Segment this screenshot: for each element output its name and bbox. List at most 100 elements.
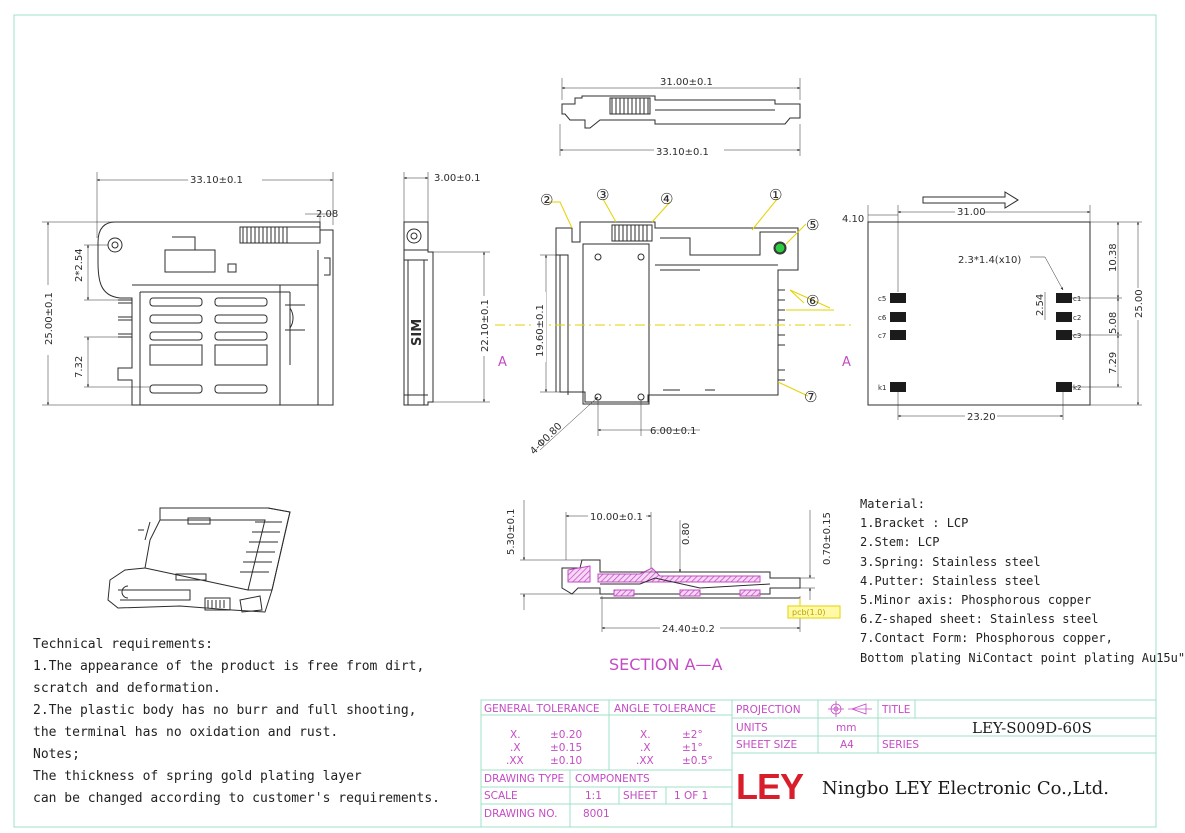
material-item: 1.Bracket : LCP [860, 516, 969, 531]
center-dim-pitch: 6.00±0.1 [650, 426, 697, 437]
left-dim-height: 25.00±0.1 [44, 292, 55, 345]
section-view [520, 500, 841, 632]
notes-heading: Notes; [33, 747, 80, 762]
side-dim-height: 22.10±0.1 [480, 299, 491, 352]
left-dim-pitch: 2*2.54 [74, 248, 85, 282]
tol-row-1-b: ±0.15 [550, 742, 582, 754]
tol-row-0-d: ±2° [682, 729, 703, 741]
scale-label: SCALE [484, 790, 518, 802]
top-dim-33: 33.10±0.1 [656, 147, 709, 158]
material-item: 2.Stem: LCP [860, 535, 940, 550]
section-dim-080: 0.80 [681, 523, 692, 545]
requirement-line: can be changed according to customer's r… [33, 791, 440, 806]
tol-row-0-a: X. [510, 729, 521, 741]
pad-c5 [890, 293, 906, 303]
callout-5: ⑤ [806, 216, 819, 234]
callout-2: ② [540, 191, 553, 209]
pad-label-c2: c2 [1073, 314, 1081, 322]
pcb-dim-bottom: 23.20 [967, 412, 996, 423]
material-item: 5.Minor axis: Phosphorous copper [860, 593, 1092, 608]
pad-label-c3: c3 [1073, 332, 1081, 340]
scale-value: 1:1 [585, 790, 602, 802]
title-block-text: GENERAL TOLERANCE ANGLE TOLERANCE X. ±0.… [484, 703, 1109, 820]
title-block [480, 699, 1157, 828]
sheet-size-value: A4 [840, 739, 854, 751]
callouts [549, 197, 834, 397]
pad-label-c5: c5 [878, 295, 886, 303]
left-dim-width: 33.10±0.1 [190, 175, 243, 186]
material-item: 7.Contact Form: Phosphorous copper, [860, 631, 1113, 646]
drawing-no-label: DRAWING NO. [484, 808, 557, 820]
tol-row-1-d: ±1° [682, 742, 703, 754]
section-view-dims: 5.30±0.1 10.00±0.1 0.80 0.70±0.15 24.40±… [506, 508, 833, 674]
general-tolerance-label: GENERAL TOLERANCE [484, 703, 600, 715]
tol-row-0-b: ±0.20 [550, 729, 582, 741]
isometric-view [107, 507, 291, 613]
left-dim-small: 2.08 [316, 209, 338, 220]
requirement-line: the terminal has no oxidation and rust. [33, 725, 339, 740]
center-view [539, 221, 799, 451]
pad-c6 [890, 312, 906, 322]
material-item: 3.Spring: Stainless steel [860, 554, 1041, 569]
pcb-pad-note: 2.3*1.4(x10) [958, 255, 1021, 266]
pad-k2 [1056, 382, 1072, 392]
tol-row-2-d: ±0.5° [682, 755, 713, 767]
callout-3: ③ [596, 186, 609, 204]
pad-label-k1: k1 [878, 384, 887, 392]
material-item: Bottom plating NiContact point plating A… [860, 650, 1185, 665]
section-dim-070: 0.70±0.15 [822, 512, 833, 565]
projection-label: PROJECTION [736, 704, 801, 716]
center-dim-holes: 4-Φ0.80 [528, 421, 564, 457]
pcb-pad-labels: c5 c6 c7 k1 c1 c2 c3 k2 [878, 295, 1082, 392]
left-dim-7-32: 7.32 [74, 356, 85, 378]
materials-heading: Material: [860, 497, 926, 511]
callout-1: ① [769, 186, 782, 204]
tol-row-2-c: .XX [636, 755, 654, 767]
projection-symbol [828, 701, 872, 717]
callout-4: ④ [660, 190, 673, 208]
section-dim-height: 5.30±0.1 [506, 508, 517, 555]
tol-row-1-a: .X [510, 742, 521, 754]
section-label-right: A [842, 355, 851, 370]
series-label: SERIES [882, 739, 919, 751]
material-item: 6.Z-shaped sheet: Stainless steel [860, 612, 1099, 627]
units-value: mm [836, 722, 856, 734]
requirement-line: 1.The appearance of the product is free … [33, 659, 425, 674]
pcb-dim-offset: 4.10 [842, 214, 864, 225]
requirements-heading: Technical requirements: [33, 637, 214, 652]
left-view-dims: 33.10±0.1 2.08 25.00±0.1 2*2.54 7.32 [42, 173, 338, 378]
requirement-line: scratch and deformation. [33, 681, 221, 696]
pcb-dim-width: 31.00 [957, 207, 986, 218]
tol-row-1-c: .X [640, 742, 651, 754]
title-label: TITLE [881, 704, 910, 716]
pad-label-k2: k2 [1073, 384, 1082, 392]
pcb-view-dims: 4.10 31.00 2.3*1.4(x10) 10.38 5.08 7.29 … [842, 206, 1145, 423]
pcb-view [867, 191, 1142, 420]
tol-row-2-b: ±0.10 [550, 755, 582, 767]
callout-numbers: ② ③ ④ ① ⑤ ⑥ ⑦ [540, 186, 819, 406]
side-view-dims: 3.00±0.1 22.10±0.1 SIM [410, 173, 491, 356]
pad-label-c1: c1 [1073, 295, 1081, 303]
pad-k1 [890, 382, 906, 392]
pad-c2 [1056, 312, 1072, 322]
company-name: Ningbo LEY Electronic Co.,Ltd. [822, 778, 1109, 799]
title-value: LEY-S009D-60S [972, 719, 1092, 737]
pcb-thickness-label: pcb(1.0) [792, 608, 826, 617]
section-dim-bottom: 24.40±0.2 [662, 624, 715, 635]
drawing-no-value: 8001 [583, 808, 610, 820]
pad-label-c7: c7 [878, 332, 886, 340]
callout-6: ⑥ [806, 292, 819, 310]
materials-list: Material: 1.Bracket : LCP 2.Stem: LCP 3.… [860, 495, 1185, 668]
technical-requirements: Technical requirements: 1.The appearance… [33, 634, 440, 810]
pcb-dim-pitch: 2.54 [1035, 294, 1046, 316]
center-view-dims: 19.60±0.1 4-Φ0.80 6.00±0.1 [528, 292, 697, 457]
section-label-left: A [498, 355, 507, 370]
material-item: 4.Putter: Stainless steel [860, 573, 1041, 588]
sheet-value: 1 OF 1 [674, 790, 708, 802]
tol-row-0-c: X. [640, 729, 651, 741]
side-dim-thickness: 3.00±0.1 [434, 173, 481, 184]
pcb-pads [890, 293, 1072, 392]
top-dim-31: 31.00±0.1 [660, 77, 713, 88]
pcb-dim-5-08: 5.08 [1108, 312, 1119, 334]
